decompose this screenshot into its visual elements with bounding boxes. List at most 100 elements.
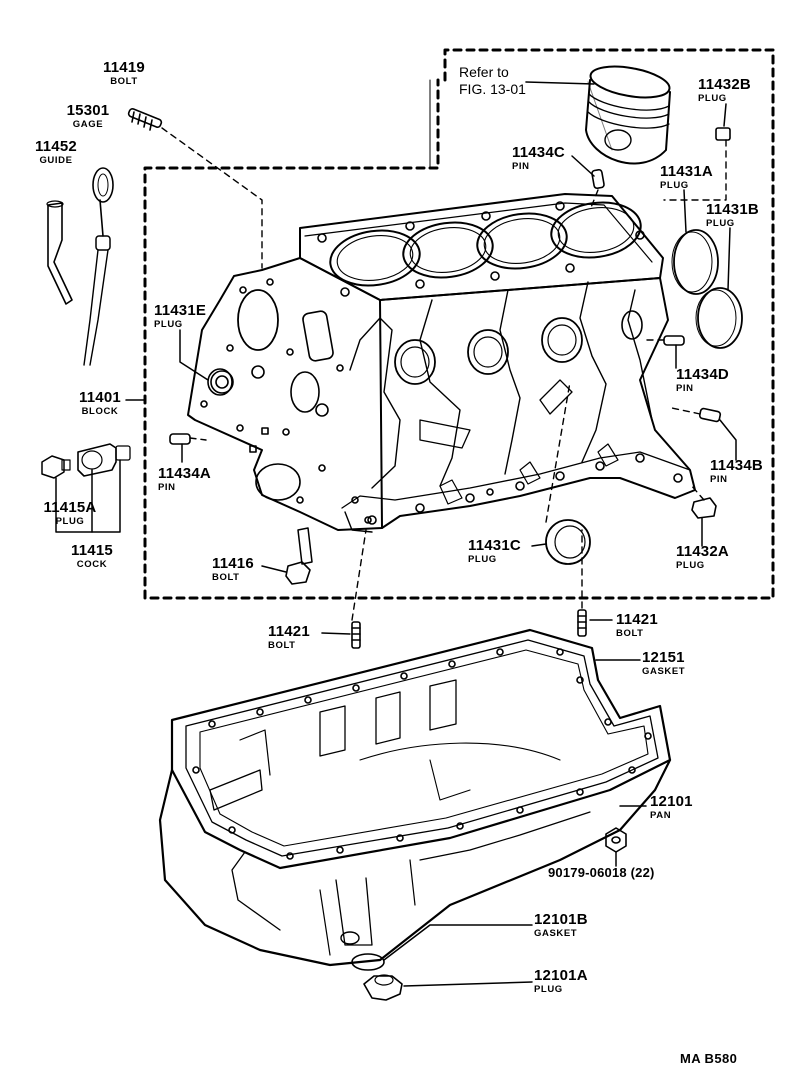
part-name: PLUG bbox=[534, 984, 563, 995]
callout-11421-right[interactable]: 11421 BOLT bbox=[616, 612, 658, 639]
part-name: COCK bbox=[76, 559, 108, 570]
piston-illustration bbox=[586, 61, 672, 163]
part-number: 11431B bbox=[706, 201, 759, 218]
part-number: 90179-06018 (22) bbox=[548, 865, 655, 880]
part-number: 11434C bbox=[512, 144, 565, 161]
callout-11416[interactable]: 11416 BOLT bbox=[212, 556, 254, 583]
plug-11415a-illustration bbox=[42, 456, 70, 478]
callout-12101[interactable]: 12101 PAN bbox=[650, 794, 693, 821]
callout-11431b[interactable]: 11431B PLUG bbox=[706, 202, 759, 229]
diagram-code: MA B580 bbox=[680, 1051, 738, 1066]
nut-90179-illustration bbox=[606, 828, 626, 852]
part-name: PIN bbox=[710, 474, 728, 485]
drain-gasket-illustration bbox=[352, 954, 384, 970]
callout-90179[interactable]: 90179-06018 (22) bbox=[548, 866, 655, 879]
part-name: BOLT bbox=[212, 572, 240, 583]
callout-12151[interactable]: 12151 GASKET bbox=[642, 650, 685, 677]
part-name: BLOCK bbox=[81, 406, 119, 417]
reference-line-2: FIG. 13-01 bbox=[459, 80, 526, 97]
part-number: 11415A bbox=[43, 499, 97, 516]
part-number: 11431E bbox=[154, 302, 207, 319]
part-name: GAGE bbox=[72, 119, 104, 130]
plug-11431c-illustration bbox=[546, 520, 590, 564]
part-name: BOLT bbox=[110, 76, 138, 87]
callout-11432a[interactable]: 11432A PLUG bbox=[676, 544, 729, 571]
dipstick-guide-illustration bbox=[47, 201, 72, 304]
plug-11431a-illustration bbox=[672, 230, 718, 294]
stud-11421-right-illustration bbox=[578, 610, 586, 636]
part-name: PAN bbox=[650, 810, 672, 821]
pin-11434c-illustration bbox=[592, 169, 605, 188]
callout-11415[interactable]: 11415 COCK bbox=[71, 543, 113, 570]
part-number: 11421 bbox=[268, 623, 310, 640]
callout-11419[interactable]: 11419 BOLT bbox=[103, 60, 145, 87]
plug-11432a-illustration bbox=[692, 498, 716, 518]
plug-11431e-illustration bbox=[208, 369, 232, 395]
callout-11434c[interactable]: 11434C PIN bbox=[512, 145, 565, 172]
part-number: 11432A bbox=[676, 543, 729, 560]
callout-15301[interactable]: 15301 GAGE bbox=[67, 103, 110, 130]
assembly-boundary-dashed bbox=[145, 50, 773, 598]
callout-11415a[interactable]: 11415A PLUG bbox=[44, 500, 97, 527]
part-number: 11452 bbox=[35, 138, 77, 155]
callout-11431e[interactable]: 11431E PLUG bbox=[154, 303, 206, 330]
phantom-dashed-lines bbox=[162, 128, 726, 620]
leader-lines bbox=[56, 80, 736, 986]
callout-12101b[interactable]: 12101B GASKET bbox=[534, 912, 588, 939]
callout-12101a[interactable]: 12101A PLUG bbox=[534, 968, 588, 995]
plug-11432b-illustration bbox=[716, 128, 730, 140]
part-name: GASKET bbox=[534, 928, 578, 939]
part-name: GASKET bbox=[642, 666, 686, 677]
part-name: PLUG bbox=[154, 319, 183, 330]
callout-11431c[interactable]: 11431C PLUG bbox=[468, 538, 521, 565]
part-number: 11416 bbox=[212, 555, 254, 572]
part-number: 11434A bbox=[158, 465, 211, 482]
part-number: 11401 bbox=[79, 389, 121, 406]
part-name: PLUG bbox=[676, 560, 705, 571]
drain-plug-illustration bbox=[364, 975, 402, 1000]
part-number: 11431A bbox=[660, 163, 713, 180]
cylinder-block-illustration bbox=[188, 194, 695, 532]
bolt-11419-illustration bbox=[128, 108, 163, 130]
part-number: 11432B bbox=[698, 76, 751, 93]
part-number: 11431C bbox=[468, 537, 521, 554]
callout-11452[interactable]: 11452 GUIDE bbox=[35, 139, 77, 166]
part-name: PLUG bbox=[706, 218, 735, 229]
part-name: PIN bbox=[158, 482, 176, 493]
reference-line-1: Refer to bbox=[459, 64, 509, 80]
part-number: 11434B bbox=[710, 457, 763, 474]
oil-pan-illustration bbox=[160, 630, 670, 965]
callout-11434a[interactable]: 11434A PIN bbox=[158, 466, 211, 493]
callout-11432b[interactable]: 11432B PLUG bbox=[698, 77, 751, 104]
callout-11401[interactable]: 11401 BLOCK bbox=[79, 390, 121, 417]
part-number: 12101B bbox=[534, 911, 588, 928]
stud-11421-left-illustration bbox=[352, 622, 360, 648]
callout-11431a[interactable]: 11431A PLUG bbox=[660, 164, 713, 191]
drain-cock-illustration bbox=[78, 444, 130, 476]
part-number: 11434D bbox=[676, 366, 729, 383]
part-number: 11421 bbox=[616, 611, 658, 628]
pin-11434d-illustration bbox=[664, 336, 684, 345]
pin-11434a-illustration bbox=[170, 434, 190, 444]
pin-11434b-illustration bbox=[699, 408, 721, 422]
part-name: PLUG bbox=[55, 516, 85, 527]
callout-11434b[interactable]: 11434B PIN bbox=[710, 458, 763, 485]
reference-note: Refer to FIG. 13-01 bbox=[459, 64, 526, 98]
callout-11421-left[interactable]: 11421 BOLT bbox=[268, 624, 310, 651]
part-name: GUIDE bbox=[39, 155, 73, 166]
part-name: BOLT bbox=[268, 640, 296, 651]
part-name: PIN bbox=[676, 383, 694, 394]
part-name: PLUG bbox=[468, 554, 497, 565]
part-name: PLUG bbox=[660, 180, 689, 191]
part-number: 12101A bbox=[534, 967, 588, 984]
bolt-11416-illustration bbox=[286, 528, 312, 584]
part-number: 11415 bbox=[71, 542, 113, 559]
part-number: 15301 bbox=[66, 102, 110, 119]
callout-11434d[interactable]: 11434D PIN bbox=[676, 367, 729, 394]
dipstick-gage-illustration bbox=[84, 168, 113, 365]
part-name: BOLT bbox=[616, 628, 644, 639]
part-number: 12101 bbox=[650, 793, 693, 810]
part-name: PLUG bbox=[698, 93, 727, 104]
